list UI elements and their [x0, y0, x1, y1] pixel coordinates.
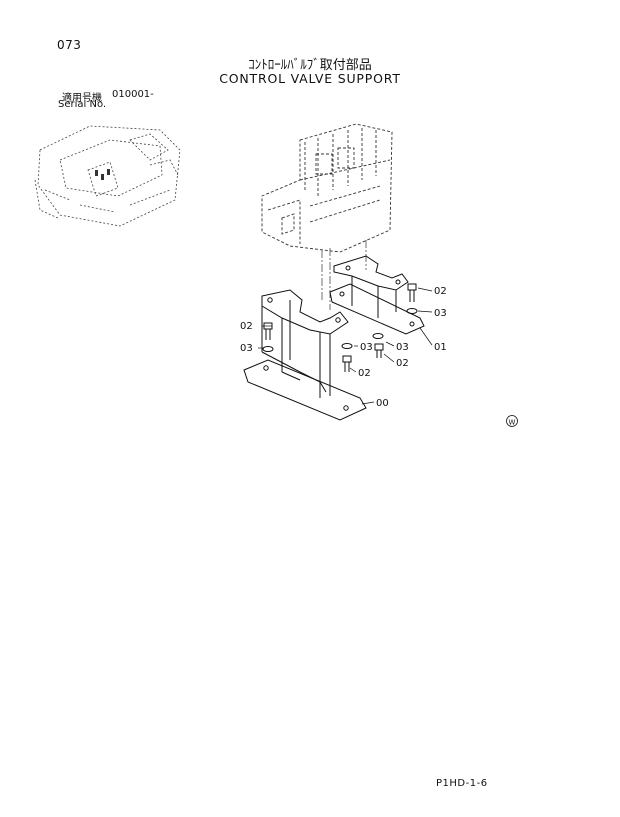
callout-03: 03 — [434, 308, 447, 319]
callout-03: 03 — [240, 343, 253, 354]
assembly-center-lines — [321, 240, 367, 310]
callout-03: 03 — [360, 342, 373, 353]
serial-range: 010001- — [112, 89, 154, 100]
callout-00: 00 — [376, 398, 389, 409]
callout-02: 02 — [240, 321, 253, 332]
title-english: CONTROL VALVE SUPPORT — [219, 71, 401, 86]
callout-02: 02 — [396, 358, 409, 369]
callout-02: 02 — [434, 286, 447, 297]
washer-03-parts — [262, 308, 418, 352]
page-number: 073 — [57, 38, 82, 52]
callout-02: 02 — [358, 368, 371, 379]
callout-03: 03 — [396, 342, 409, 353]
title-japanese: ｺﾝﾄﾛｰﾙﾊﾞﾙﾌﾞ取付部品 — [248, 58, 372, 73]
circled-w-mark: W — [506, 415, 518, 427]
control-valve-outline — [261, 123, 393, 253]
svg-text:W: W — [509, 419, 516, 427]
callout-01: 01 — [434, 342, 447, 353]
footer-page-code: P1HD-1-6 — [436, 778, 488, 789]
serial-label-japanese: 適用号機 — [62, 93, 102, 104]
machine-overview-sketch — [34, 125, 181, 227]
callout-leader-lines — [258, 287, 433, 405]
support-bracket-01 — [329, 255, 425, 335]
machine-sketch-detail — [95, 169, 110, 180]
serial-label-english: Serial No. — [58, 99, 107, 110]
support-bracket-00 — [243, 289, 367, 421]
